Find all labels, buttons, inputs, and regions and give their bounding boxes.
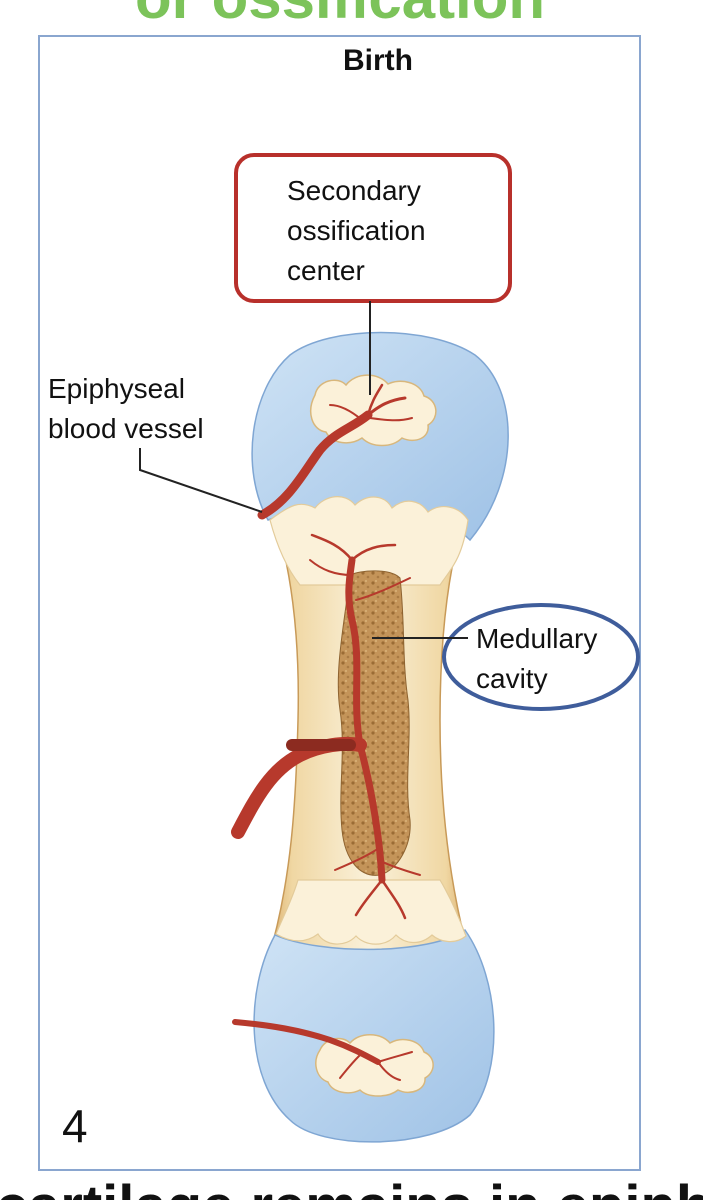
footer-fragment: as long as cartilage remains in epiphyse… [0, 1174, 703, 1200]
secondary-ossification-center-bottom [315, 1034, 434, 1097]
header-fragment: or ossification [135, 0, 545, 31]
label-secondary-line3: center [287, 255, 365, 286]
leader-epiphyseal [139, 448, 263, 513]
secondary-ossification-box [234, 153, 512, 303]
label-epiphyseal-line2: blood vessel [48, 413, 204, 444]
long-bone-illustration [231, 331, 509, 1143]
stage-number: 4 [62, 1100, 88, 1152]
label-secondary-line1: Secondary [287, 175, 421, 206]
label-medullary-line2: cavity [476, 663, 548, 694]
label-epiphyseal-line1: Epiphyseal [48, 373, 185, 404]
label-medullary-line1: Medullary [476, 623, 597, 654]
upper-growth-zone [269, 496, 469, 586]
medullary-cavity-ellipse [442, 603, 640, 711]
panel-title: Birth [343, 44, 413, 77]
label-secondary-line2: ossification [287, 215, 426, 246]
lower-growth-zone [275, 879, 467, 945]
blood-vessels [231, 383, 421, 1081]
